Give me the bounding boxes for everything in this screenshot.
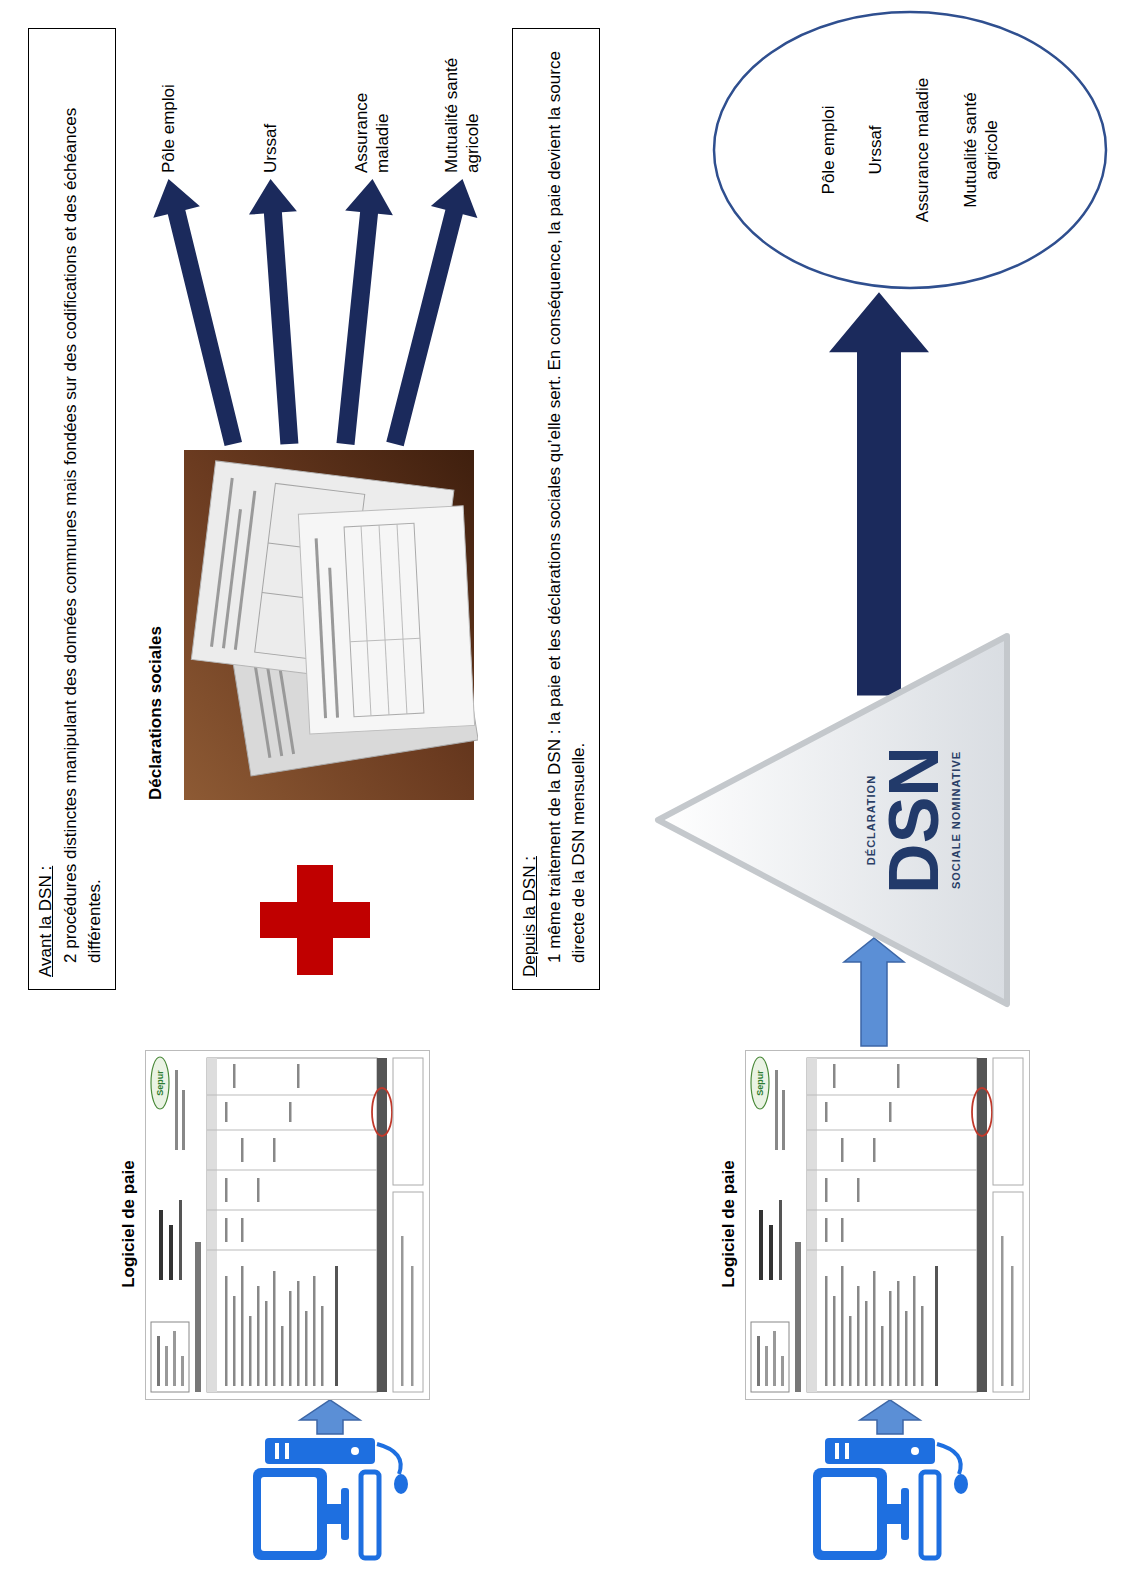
payslip-picture xyxy=(146,1051,430,1400)
text-holder: Pôle emploi Urssaf Assurance maladie Mutual… xyxy=(712,10,1108,290)
fan-arrow xyxy=(337,179,393,445)
organism-name: Assurance maladie xyxy=(912,78,933,223)
forms-photo xyxy=(184,450,478,800)
logo-triangle xyxy=(658,636,1007,1004)
ellipse-outline xyxy=(714,12,1106,288)
picture-caption: Déclarations sociales xyxy=(145,448,167,800)
logo-text: SOCIALE NOMINATIVE xyxy=(949,751,963,889)
small-arrow xyxy=(860,1400,920,1434)
computer-icon xyxy=(253,1438,408,1560)
logo-text: Sepur xyxy=(752,1058,768,1108)
forms-group: Déclarations sociales xyxy=(145,448,480,800)
box-heading: Avant la DSN : xyxy=(34,41,59,977)
fan-arrow xyxy=(386,179,477,446)
ellipse-outline xyxy=(712,10,1108,290)
organism-name: Pôle emploi xyxy=(158,43,179,173)
organism-name: Pôle emploi xyxy=(818,106,839,195)
payslip-group: Logiciel de paie xyxy=(118,1048,430,1400)
fan-arrow xyxy=(153,179,242,446)
payslip-picture xyxy=(746,1051,1030,1400)
box-body: 2 procédures distinctes manipulant des d… xyxy=(59,41,108,977)
box-heading: Depuis la DSN : xyxy=(518,41,543,977)
organism-label: Mutualité santé agricole xyxy=(441,43,484,173)
logo-text: DÉCLARATION xyxy=(864,775,878,865)
text-box: Avant la DSN :2 procédures distinctes ma… xyxy=(28,28,116,990)
logo-text: Sepur xyxy=(152,1058,168,1108)
organism-label: Urssaf xyxy=(260,43,281,173)
payslip-group: Logiciel de paie xyxy=(718,1048,1030,1400)
organism-name: Mutualité santé agricole xyxy=(441,43,484,173)
logo-mark: DSN xyxy=(879,746,949,894)
plus-sign xyxy=(260,865,370,975)
organism-name: Urssaf xyxy=(260,43,281,173)
picture-caption: Logiciel de paie xyxy=(718,1048,740,1400)
small-arrow xyxy=(300,1400,360,1434)
text-box: Depuis la DSN :1 même traitement de la D… xyxy=(512,28,600,990)
picture-caption: Logiciel de paie xyxy=(118,1048,140,1400)
fan-arrow xyxy=(249,179,298,445)
box-body: 1 même traitement de la DSN : la paie et… xyxy=(543,41,592,977)
big-arrow xyxy=(829,292,929,695)
organism-label: Assurance maladie xyxy=(351,43,394,173)
small-arrow xyxy=(844,938,904,1046)
organism-name: Urssaf xyxy=(865,125,886,174)
organisms-ellipse: Pôle emploi Urssaf Assurance maladie Mutual… xyxy=(712,10,1108,290)
organism-label: Pôle emploi xyxy=(158,43,179,173)
text-holder: DÉCLARATIONDSNSOCIALE NOMINATIVE xyxy=(650,630,1015,1010)
computer-icon xyxy=(813,1438,968,1560)
organism-name: Mutualité santé agricole xyxy=(960,75,1003,225)
dsn-logo: DÉCLARATIONDSNSOCIALE NOMINATIVE xyxy=(650,630,1015,1010)
organism-name: Assurance maladie xyxy=(351,43,394,173)
